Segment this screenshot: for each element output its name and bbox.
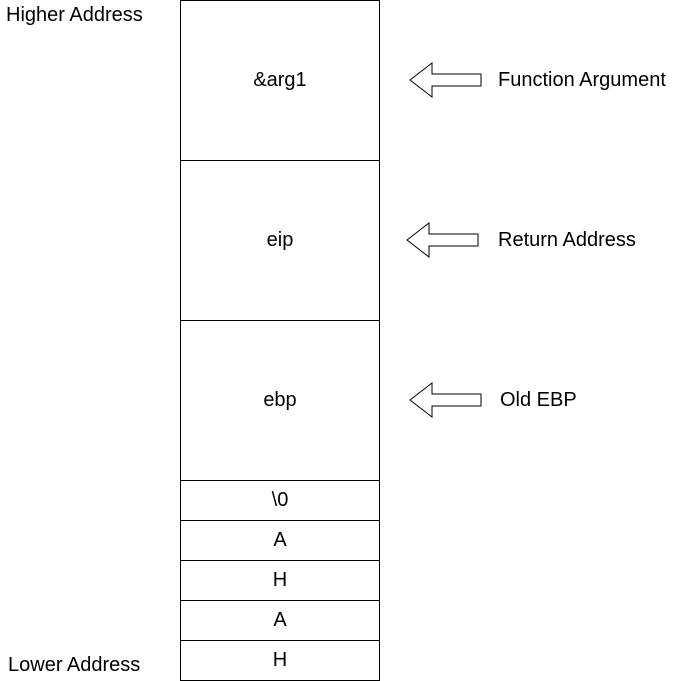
stack-cell-byte-a: A <box>180 600 380 641</box>
lower-address-label: Lower Address <box>8 654 141 676</box>
left-arrow-icon <box>409 382 482 418</box>
stack-cell-eip: eip <box>180 160 380 321</box>
stack-cell-arg1: &arg1 <box>180 0 380 161</box>
stack-frame: &arg1 eip ebp \0 A H A H <box>180 0 380 681</box>
left-arrow-icon <box>409 62 482 98</box>
stack-cell-ebp: ebp <box>180 320 380 481</box>
function-argument-label: Function Argument <box>498 69 666 91</box>
old-ebp-label: Old EBP <box>500 389 577 411</box>
stack-cell-byte-h: H <box>180 640 380 681</box>
return-address-label: Return Address <box>498 229 636 251</box>
stack-cell-byte-a: A <box>180 520 380 561</box>
stack-cell-null-terminator: \0 <box>180 480 380 521</box>
left-arrow-icon <box>406 222 479 258</box>
higher-address-label: Higher Address <box>6 4 143 26</box>
stack-cell-byte-h: H <box>180 560 380 601</box>
